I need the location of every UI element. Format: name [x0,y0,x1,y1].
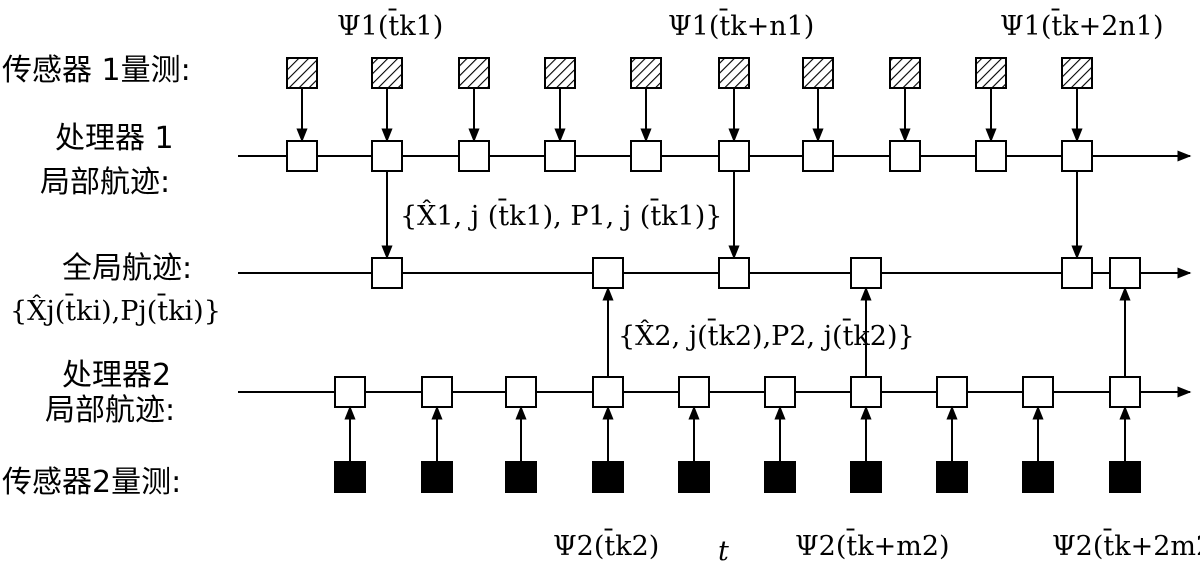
global-node-4 [850,257,882,289]
global-track-formula: {X̂j(t̄ki),Pj(t̄ki)} [10,292,221,327]
processor2-node-1 [334,376,366,408]
global-node-1 [371,257,403,289]
processor1-node-9 [975,140,1007,172]
sensor1-label: 传感器 1量测: [2,53,191,88]
sensor1-measurement-6 [718,57,750,89]
processor2-node-8 [936,376,968,408]
psi1-k-annotation: Ψ1(t̄k1) [337,7,443,42]
sensor2-label: 传感器2量测: [2,465,181,500]
global-node-2 [592,257,624,289]
proc2-to-global-annotation: {X̂2, j(t̄k2),P2, j(t̄k2)} [618,317,915,352]
sensor2-measurement-7 [850,461,882,493]
processor1-label: 处理器 1 [55,121,174,156]
processor1-node-5 [630,140,662,172]
processor1-node-4 [544,140,576,172]
global-node-6 [1109,257,1141,289]
global-track-label: 全局航迹: [62,251,192,286]
sensor2-measurement-1 [334,461,366,493]
sensor1-measurement-3 [458,57,490,89]
sensor1-measurement-7 [802,57,834,89]
sensor2-measurement-9 [1022,461,1054,493]
sensor2-measurement-2 [421,461,453,493]
psi2-km-annotation: Ψ2(t̄k+m2) [795,527,950,562]
processor2-node-10 [1109,376,1141,408]
processor1-node-1 [286,140,318,172]
processor1-node-6 [718,140,750,172]
processor2-label: 处理器2 [62,358,171,393]
proc1-to-global-annotation: {X̂1, j (t̄k1), P1, j (t̄k1)} [400,197,722,232]
sensor1-measurement-9 [975,57,1007,89]
processor2-node-9 [1022,376,1054,408]
sensor2-measurement-4 [592,461,624,493]
processor2-node-3 [505,376,537,408]
global-node-3 [718,257,750,289]
sensor1-measurement-8 [889,57,921,89]
psi2-k2m-annotation: Ψ2(t̄k+2m2) [1052,527,1200,562]
sensor1-measurement-1 [286,57,318,89]
processor2-node-5 [678,376,710,408]
processor1-node-3 [458,140,490,172]
psi2-k-annotation: Ψ2(t̄k2) [553,527,659,562]
processor1-node-8 [889,140,921,172]
psi1-kn-annotation: Ψ1(t̄k+n1) [668,7,814,42]
sensor2-measurement-5 [678,461,710,493]
global-node-5 [1061,257,1093,289]
sensor1-measurement-4 [544,57,576,89]
processor2-node-4 [592,376,624,408]
time-axis-label: t [718,536,729,567]
processor2-node-7 [850,376,882,408]
processor2-node-6 [764,376,796,408]
processor1-node-7 [802,140,834,172]
sensor1-measurement-10 [1061,57,1093,89]
processor1-node-10 [1061,140,1093,172]
processor1-node-2 [371,140,403,172]
processor1-track-label: 局部航迹: [40,165,170,200]
sensor1-measurement-5 [630,57,662,89]
processor2-node-2 [421,376,453,408]
sensor2-measurement-8 [936,461,968,493]
psi1-k2n-annotation: Ψ1(t̄k+2n1) [1000,7,1164,42]
processor2-track-label: 局部航迹: [45,393,175,428]
sensor1-measurement-2 [371,57,403,89]
sensor2-measurement-10 [1109,461,1141,493]
sensor2-measurement-6 [764,461,796,493]
sensor2-measurement-3 [505,461,537,493]
